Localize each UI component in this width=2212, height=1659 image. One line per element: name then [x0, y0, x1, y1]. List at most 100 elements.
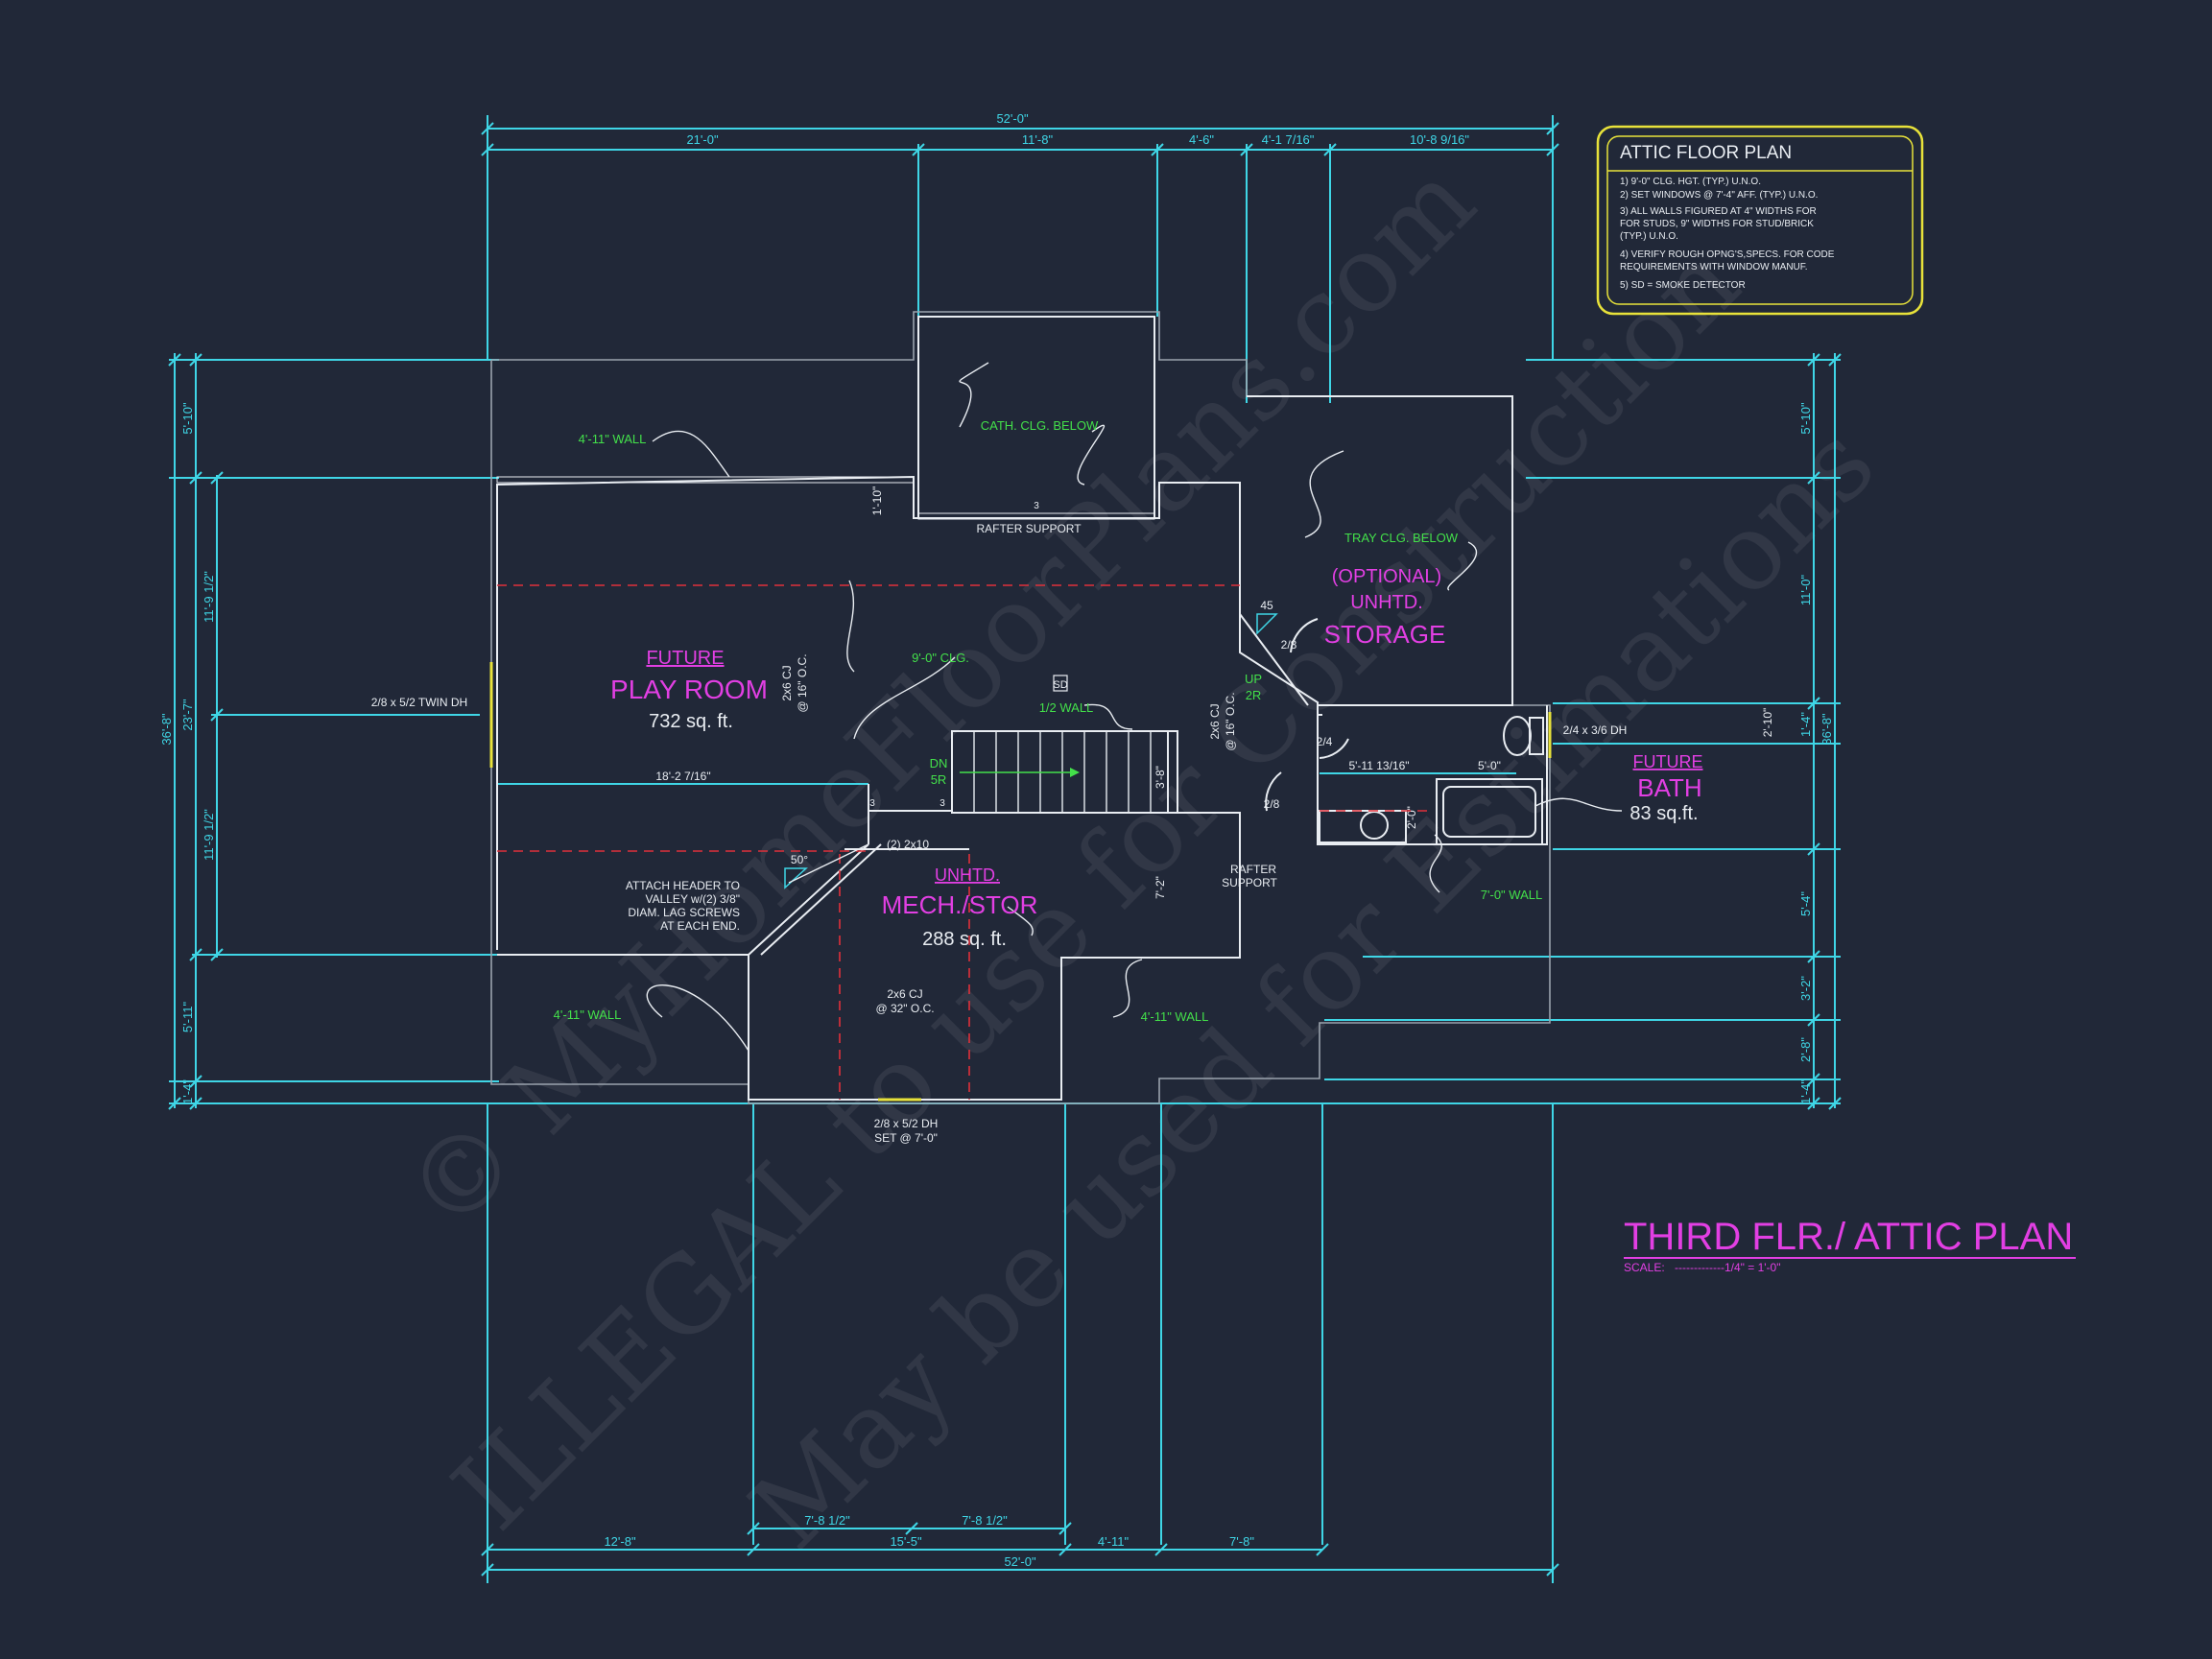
header-label: (2) 2x10 — [887, 838, 929, 851]
dn-risers-label: 5R — [931, 772, 947, 787]
dim-bottom-overall: 52'-0" — [1004, 1554, 1036, 1569]
note-7: REQUIREMENTS WITH WINDOW MANUF. — [1620, 262, 1808, 273]
post-3-a: 3 — [1034, 501, 1039, 511]
dim-bottom-seg-3: 7'-8 1/2" — [962, 1513, 1008, 1528]
dim-left-seg-4: 11'-9 1/2" — [202, 809, 216, 861]
dim-interior-7: 7'-2" — [1154, 876, 1167, 899]
clg-height-label: 9'-0" CLG. — [912, 651, 969, 665]
window-bottom-label-1: 2/8 x 5/2 DH — [874, 1117, 939, 1130]
cj-right-2: @ 16" O.C. — [1224, 692, 1237, 750]
play-room-name-2: PLAY ROOM — [610, 675, 768, 704]
window-bath-label: 2/4 x 3/6 DH — [1563, 723, 1628, 737]
dim-bottom-seg-6: 7'-8" — [1229, 1534, 1254, 1549]
dim-bottom-seg-4: 15'-5" — [890, 1534, 922, 1549]
dim-bottom-seg-1: 12'-8" — [604, 1534, 636, 1549]
note-6: 4) VERIFY ROUGH OPNG'S,SPECS. FOR CODE — [1620, 249, 1835, 260]
mech-name-2: MECH./STOR — [882, 890, 1038, 919]
angle-50: 50° — [791, 853, 808, 866]
cj-right-1: 2x6 CJ — [1208, 703, 1222, 739]
dim-interior-8: 1'-10" — [870, 486, 884, 516]
cj-left-1: 2x6 CJ — [780, 665, 794, 700]
dim-right-seg-3: 1'-4" — [1798, 712, 1813, 737]
wall-br-label: 7'-0" WALL — [1481, 888, 1542, 902]
dim-top-seg-1: 21'-0" — [686, 132, 719, 147]
dim-interior-5: 2'-0" — [1405, 806, 1418, 829]
dim-interior-4: 2'-10" — [1761, 708, 1774, 738]
white-annotations: RAFTER SUPPORT RAFTER SUPPORT 2/8 x 5/2 … — [371, 501, 1628, 1145]
dim-right-seg-2: 11'-0" — [1798, 575, 1813, 606]
note-5: (TYP.) U.N.O. — [1620, 231, 1678, 242]
storage-name-3: STORAGE — [1324, 620, 1446, 649]
dim-right-seg-6: 2'-8" — [1798, 1037, 1813, 1062]
door-24: 2/4 — [1317, 735, 1333, 748]
note-8: 5) SD = SMOKE DETECTOR — [1620, 280, 1746, 291]
dim-right-seg-7: 1'-4" — [1798, 1079, 1813, 1104]
tray-clg-label: TRAY CLG. BELOW — [1344, 531, 1459, 545]
dim-interior-2: 5'-11 13/16" — [1348, 759, 1409, 772]
cj-left-2: @ 16" O.C. — [796, 653, 809, 712]
dim-left-seg-3: 11'-9 1/2" — [202, 571, 216, 623]
green-annotations: 4'-11" WALL CATH. CLG. BELOW TRAY CLG. B… — [554, 418, 1543, 1024]
note-1: 1) 9'-0" CLG. HGT. (TYP.) U.N.O. — [1620, 177, 1761, 187]
dim-top-seg-2: 11'-8" — [1022, 132, 1054, 147]
window-bottom-label-2: SET @ 7'-0" — [874, 1131, 938, 1145]
room-labels: FUTURE PLAY ROOM 732 sq. ft. UNHTD. MECH… — [610, 566, 1702, 950]
wall-top-label: 4'-11" WALL — [579, 432, 647, 446]
storage-name-2: UNHTD. — [1350, 592, 1423, 613]
plan-scale-label: SCALE: — [1624, 1261, 1665, 1274]
cj-bottom-2: @ 32" O.C. — [875, 1002, 934, 1015]
dim-right-overall: 36'-8" — [1820, 713, 1834, 746]
attach-line-2: VALLEY w/(2) 3/8" — [645, 892, 740, 906]
bath-name-2: BATH — [1637, 773, 1701, 802]
plan-title-block: THIRD FLR./ ATTIC PLAN SCALE: ----------… — [1624, 1216, 2076, 1274]
building-walls — [489, 311, 1552, 1104]
angle-45: 45 — [1260, 599, 1273, 612]
door-28-a: 2/8 — [1281, 638, 1297, 652]
bath-name-1: FUTURE — [1633, 752, 1703, 771]
smoke-detector-symbol — [1053, 675, 1068, 692]
dim-right-seg-1: 5'-10" — [1798, 402, 1813, 435]
mech-area: 288 sq. ft. — [922, 929, 1007, 950]
dim-right-seg-4: 5'-4" — [1798, 891, 1813, 916]
post-3-c: 3 — [940, 798, 945, 809]
dim-left-overall: 36'-8" — [159, 713, 174, 746]
dim-left-seg-1: 5'-10" — [180, 402, 195, 435]
dim-left-seg-2: 23'-7" — [180, 699, 195, 731]
half-wall-label: 1/2 WALL — [1039, 700, 1094, 715]
post-3-b: 3 — [869, 798, 875, 809]
dim-left-seg-5: 5'-11" — [180, 1002, 195, 1033]
play-room-name-1: FUTURE — [646, 648, 724, 669]
note-2: 2) SET WINDOWS @ 7'-4" AFF. (TYP.) U.N.O… — [1620, 190, 1818, 201]
sd-label: SD — [1053, 679, 1067, 691]
attach-line-3: DIAM. LAG SCREWS — [628, 906, 740, 919]
dim-top-overall: 52'-0" — [996, 111, 1029, 126]
wall-bl-label: 4'-11" WALL — [554, 1007, 622, 1022]
dim-interior-3: 5'-0" — [1478, 759, 1501, 772]
notes-title: ATTIC FLOOR PLAN — [1620, 143, 1792, 163]
dim-top-seg-5: 10'-8 9/16" — [1410, 132, 1469, 147]
dim-interior-6: 3'-8" — [1154, 766, 1167, 789]
watermark: © MyHomeFloorPlans.com ILLEGAL to use fo… — [382, 139, 1898, 1572]
attach-line-1: ATTACH HEADER TO — [626, 879, 740, 892]
attach-line-4: AT EACH END. — [660, 919, 740, 933]
dim-bottom-seg-2: 7'-8 1/2" — [804, 1513, 850, 1528]
bath-area: 83 sq.ft. — [1629, 803, 1698, 824]
storage-name-1: (OPTIONAL) — [1332, 566, 1441, 587]
dim-interior-1: 18'-2 7/16" — [655, 770, 710, 783]
plan-title: THIRD FLR./ ATTIC PLAN — [1624, 1216, 2073, 1258]
rafter-support-right-1: RAFTER — [1230, 863, 1276, 876]
play-room-area: 732 sq. ft. — [649, 711, 733, 732]
mech-name-1: UNHTD. — [935, 865, 1000, 885]
door-28-b: 2/8 — [1264, 797, 1280, 811]
note-3: 3) ALL WALLS FIGURED AT 4" WIDTHS FOR — [1620, 206, 1817, 217]
cj-bottom-1: 2x6 CJ — [887, 987, 922, 1001]
note-4: FOR STUDS, 9" WIDTHS FOR STUD/BRICK — [1620, 219, 1814, 229]
dim-top-seg-4: 4'-1 7/16" — [1262, 132, 1315, 147]
dimension-labels: 52'-0" 21'-0" 11'-8" 4'-6" 4'-1 7/16" 10… — [159, 111, 1834, 1569]
notes-box: ATTIC FLOOR PLAN 1) 9'-0" CLG. HGT. (TYP… — [1596, 125, 1924, 316]
leader-lines — [646, 362, 1623, 1052]
up-risers-label: 2R — [1246, 688, 1262, 702]
cath-clg-label: CATH. CLG. BELOW — [981, 418, 1099, 433]
window-left-label: 2/8 x 5/2 TWIN DH — [371, 696, 467, 709]
rafter-support-top: RAFTER SUPPORT — [976, 522, 1082, 535]
